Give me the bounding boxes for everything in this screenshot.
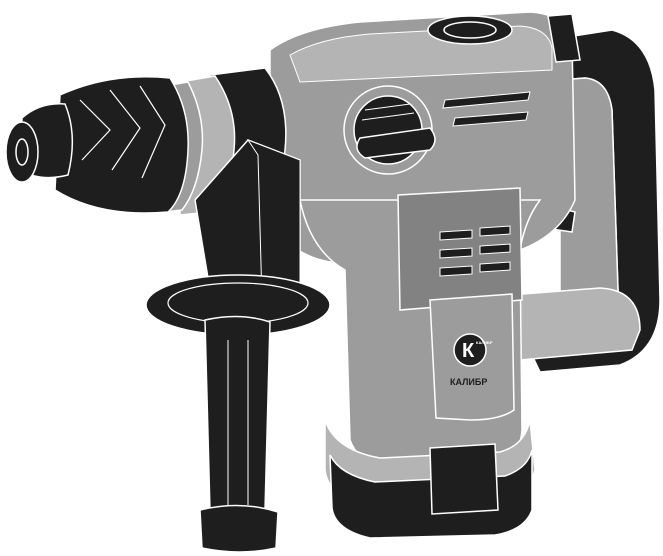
- vent-slot: [439, 247, 473, 259]
- logo-small-text: КАЛИБР: [476, 340, 493, 345]
- base-clip: [429, 443, 499, 515]
- vent-slot: [479, 243, 511, 255]
- chuck: [5, 76, 189, 214]
- vent-slot: [479, 261, 511, 273]
- top-cap: [427, 15, 513, 45]
- top-vents: [442, 91, 531, 127]
- chuck-bore: [15, 138, 29, 166]
- side-handle-end: [199, 504, 279, 553]
- mode-selector: [343, 85, 436, 175]
- side-handle-grip: [204, 315, 271, 517]
- knob-ribs: [361, 103, 415, 121]
- vent-slot: [439, 265, 473, 277]
- brand-logo: К КАЛИБР КАЛИБР: [450, 333, 493, 387]
- handle-lower-bridge: [509, 287, 641, 361]
- top-cap-inner: [443, 21, 497, 39]
- vent-slot: [479, 225, 511, 237]
- vent-slot: [442, 91, 531, 109]
- lower-body: К КАЛИБР КАЛИБР: [299, 187, 542, 539]
- brand-name: КАЛИБР: [450, 377, 487, 387]
- side-handle: [145, 138, 331, 553]
- side-handle-grip-ridges: [227, 340, 249, 505]
- side-vents: [439, 225, 511, 277]
- chuck-ribs: [79, 85, 166, 179]
- vent-slot: [439, 229, 473, 241]
- logo-letter: К: [462, 340, 475, 362]
- logo-badge: [453, 333, 487, 367]
- housing-band: [547, 13, 581, 63]
- vent-slot: [452, 111, 529, 127]
- chuck-body: [54, 76, 189, 214]
- mode-selector-lever: [356, 127, 436, 159]
